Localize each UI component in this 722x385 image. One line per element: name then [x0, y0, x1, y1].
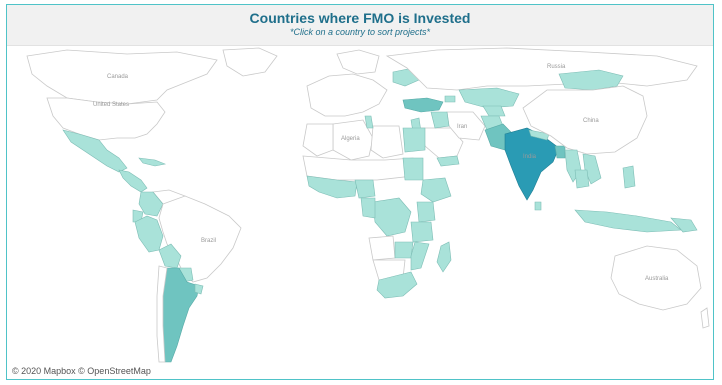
country-nepal[interactable]	[528, 129, 550, 141]
country-uruguay[interactable]	[194, 283, 204, 295]
world-map: United States Brazil Algeria Iran India …	[26, 47, 710, 363]
map-attribution: © 2020 Mapbox © OpenStreetMap	[12, 366, 151, 376]
map-title: Countries where FMO is Invested	[249, 10, 471, 26]
country-colombia[interactable]	[138, 191, 164, 217]
country-west-africa[interactable]	[306, 175, 358, 199]
country-vietnam-laos[interactable]	[582, 153, 602, 185]
country-kenya[interactable]	[416, 201, 436, 223]
country-sri-lanka[interactable]	[534, 201, 542, 211]
country-iraq[interactable]	[430, 111, 450, 129]
country-sudan[interactable]	[402, 157, 424, 181]
country-chile[interactable]	[156, 265, 168, 363]
country-uzbekistan[interactable]	[482, 105, 506, 117]
country-madagascar[interactable]	[436, 241, 452, 273]
country-kazakhstan[interactable]	[458, 87, 520, 109]
country-bangladesh[interactable]	[554, 145, 566, 159]
country-australia[interactable]	[610, 245, 702, 311]
country-china[interactable]	[522, 85, 648, 155]
country-nigeria[interactable]	[354, 179, 376, 199]
country-india[interactable]	[504, 127, 560, 201]
country-philippines[interactable]	[622, 165, 636, 189]
country-north-africa[interactable]	[302, 123, 334, 157]
country-angola[interactable]	[368, 235, 396, 261]
country-mexico[interactable]	[62, 129, 128, 173]
country-central-america[interactable]	[118, 169, 148, 193]
country-papua[interactable]	[670, 217, 698, 233]
country-canada[interactable]	[26, 49, 218, 105]
map-subtitle: *Click on a country to sort projects*	[289, 27, 431, 37]
country-sahel[interactable]	[302, 155, 414, 181]
country-zambia[interactable]	[394, 241, 414, 259]
country-egypt[interactable]	[402, 127, 426, 153]
country-tunisia[interactable]	[364, 115, 374, 129]
country-mozambique[interactable]	[410, 241, 430, 271]
map-dashboard: Countries where FMO is Invested *Click o…	[6, 4, 714, 380]
label-united-states: United States	[93, 102, 129, 108]
country-tanzania[interactable]	[410, 221, 434, 243]
map-header: Countries where FMO is Invested *Click o…	[7, 5, 713, 46]
label-canada: Canada	[107, 74, 129, 80]
country-cuba[interactable]	[138, 157, 167, 167]
country-turkey[interactable]	[402, 97, 444, 113]
country-cameroon-gabon[interactable]	[360, 197, 376, 219]
country-georgia[interactable]	[444, 95, 456, 103]
country-bolivia[interactable]	[158, 243, 182, 269]
country-indonesia[interactable]	[574, 209, 682, 233]
country-ethiopia[interactable]	[420, 177, 452, 203]
country-drc[interactable]	[372, 197, 412, 237]
country-scandinavia[interactable]	[336, 49, 380, 75]
label-australia: Australia	[645, 276, 669, 282]
country-new-zealand[interactable]	[700, 307, 710, 329]
country-peru[interactable]	[134, 215, 164, 253]
country-cambodia-thailand[interactable]	[574, 169, 590, 189]
label-india: India	[523, 154, 537, 160]
country-greenland[interactable]	[222, 47, 278, 77]
label-iran: Iran	[457, 124, 467, 130]
country-south-africa[interactable]	[376, 271, 418, 299]
label-algeria: Algeria	[341, 136, 360, 142]
country-russia[interactable]	[385, 47, 698, 91]
country-usa[interactable]	[46, 97, 166, 141]
country-mongolia[interactable]	[558, 69, 624, 91]
country-yemen[interactable]	[436, 155, 460, 167]
country-libya[interactable]	[370, 125, 404, 159]
label-brazil: Brazil	[201, 238, 216, 244]
label-russia: Russia	[547, 64, 566, 70]
label-china: China	[583, 118, 599, 124]
country-europe-west[interactable]	[306, 73, 388, 117]
